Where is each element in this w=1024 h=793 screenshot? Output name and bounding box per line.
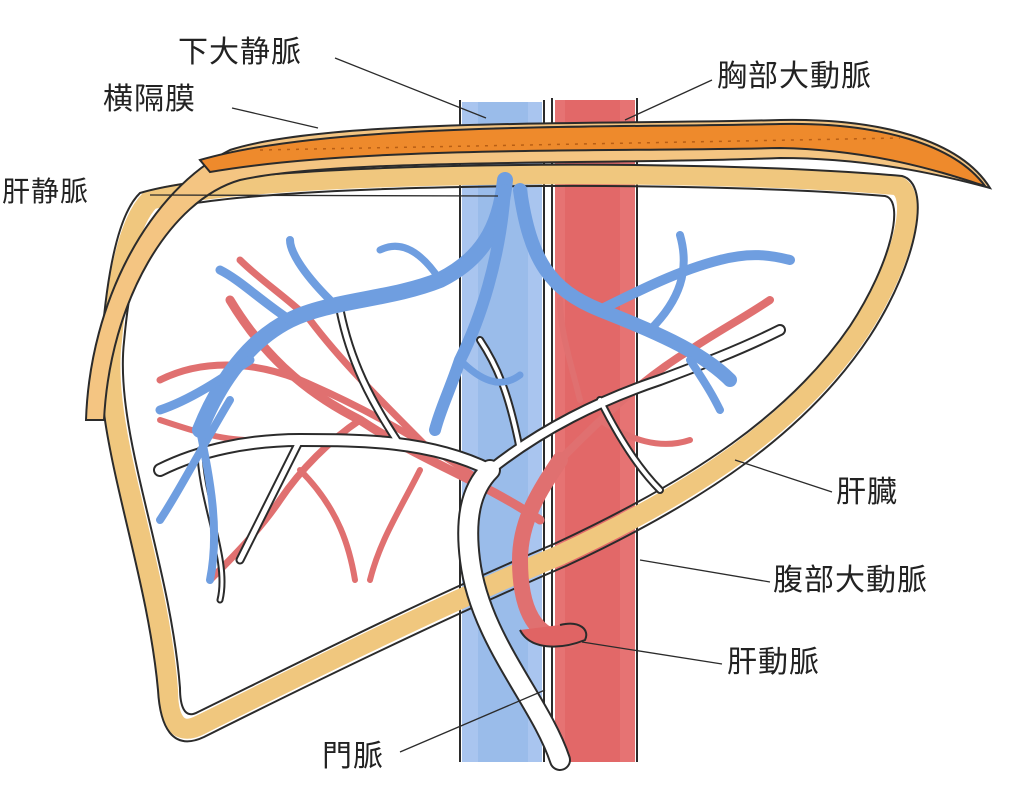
label-hepatic-vein: 肝静脈 [2, 175, 90, 208]
hepatic-artery-origin [519, 622, 588, 648]
label-diaphragm: 横隔膜 [103, 82, 196, 117]
hepatic-vein-branches [155, 172, 795, 584]
diaphragm [84, 118, 993, 421]
label-hepatic-artery: 肝動脈 [727, 645, 820, 680]
label-abdominal-aorta: 腹部大動脈 [773, 563, 928, 598]
label-liver: 肝臓 [836, 475, 898, 510]
label-portal-vein: 門脈 [322, 739, 384, 774]
label-thoracic-aorta: 胸部大動脈 [717, 59, 872, 94]
leader-lines [149, 57, 833, 753]
liver-shape [99, 163, 919, 743]
label-inferior-vena-cava: 下大静脈 [178, 35, 302, 70]
